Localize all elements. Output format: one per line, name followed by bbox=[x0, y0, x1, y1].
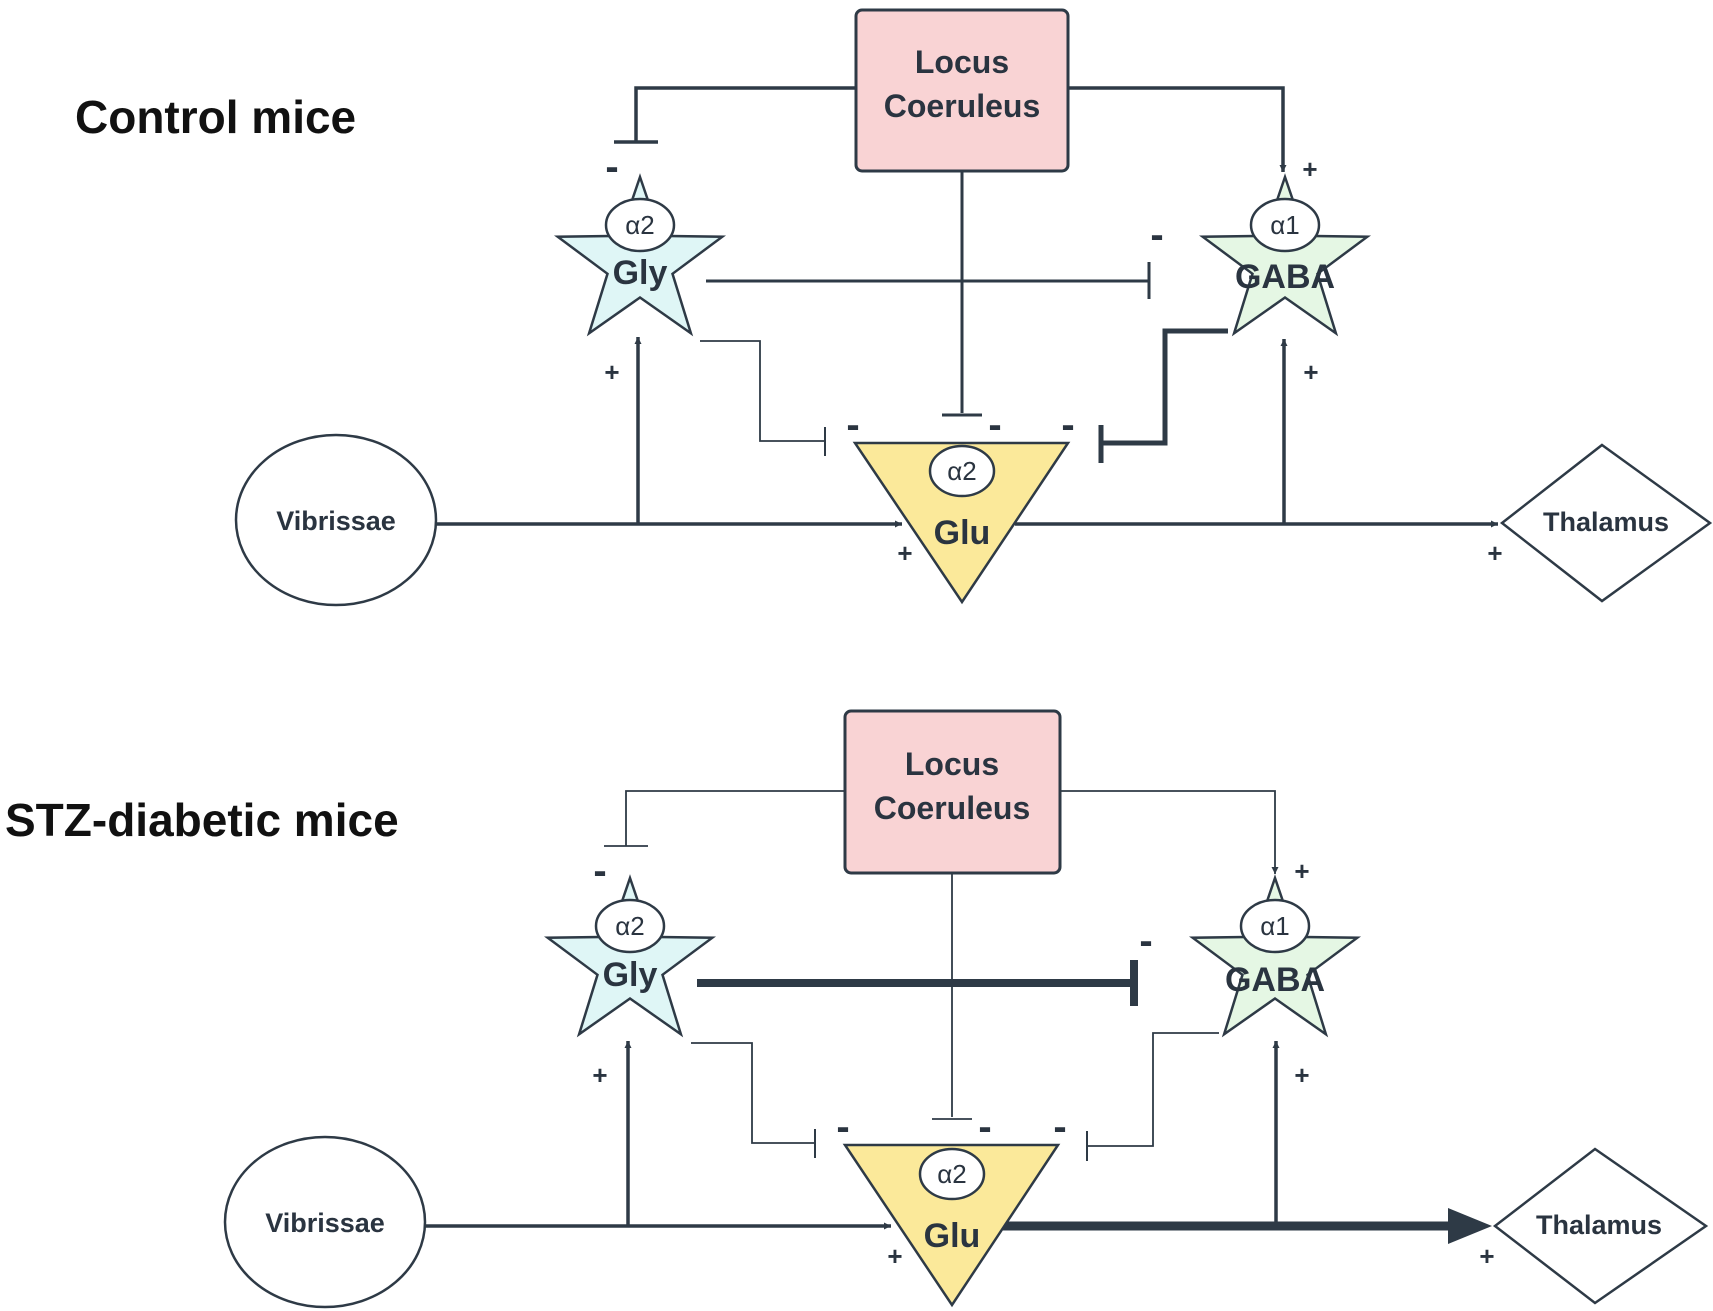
glu-receptor-circle bbox=[928, 444, 996, 498]
minus-sign: - bbox=[988, 403, 1001, 447]
gaba-receptor-label: α1 bbox=[1260, 911, 1290, 941]
signs: - + - + + - - - + + bbox=[604, 145, 1502, 568]
minus-sign: - bbox=[978, 1105, 991, 1149]
thalamus-label: Thalamus bbox=[1543, 507, 1669, 537]
plus-sign: + bbox=[1294, 856, 1309, 886]
connections bbox=[418, 790, 1492, 1244]
vibrissae-label: Vibrissae bbox=[265, 1208, 385, 1238]
vibrissae-label: Vibrissae bbox=[276, 506, 396, 536]
gaba-star bbox=[1188, 874, 1362, 1038]
panel-stz-diabetic: STZ-diabetic mice Locus Coeruleus α2 bbox=[5, 709, 1709, 1309]
gly-star bbox=[543, 874, 717, 1038]
lc-to-gly-inhibition bbox=[625, 790, 845, 846]
gly-label: Gly bbox=[613, 254, 668, 292]
glu-label: Glu bbox=[924, 1217, 981, 1255]
gaba-to-glu-inhibition bbox=[1102, 328, 1228, 446]
thalamus-node bbox=[1492, 1147, 1709, 1305]
minus-sign: - bbox=[605, 145, 618, 189]
thalamus-node bbox=[1499, 443, 1713, 603]
gaba-to-glu-inhibition bbox=[1088, 1032, 1219, 1147]
locus-coeruleus-label-line1: Locus bbox=[915, 44, 1009, 80]
gaba-receptor-circle bbox=[1249, 197, 1321, 253]
plus-sign: + bbox=[592, 1060, 607, 1090]
minus-sign: - bbox=[1139, 919, 1152, 963]
vibrissae-node bbox=[223, 1135, 427, 1309]
plus-sign: + bbox=[604, 357, 619, 387]
plus-sign: + bbox=[887, 1241, 902, 1271]
minus-sign: - bbox=[836, 1105, 849, 1149]
gly-to-glu-inhibition bbox=[691, 1042, 815, 1144]
minus-sign: - bbox=[846, 403, 859, 447]
plus-sign: + bbox=[1487, 538, 1502, 568]
glu-to-thalamus-arrowhead bbox=[1448, 1208, 1492, 1244]
glu-triangle bbox=[842, 1143, 1061, 1308]
gaba-receptor-circle bbox=[1239, 898, 1311, 954]
glu-receptor-label: α2 bbox=[947, 456, 977, 486]
glu-receptor-circle bbox=[918, 1147, 986, 1201]
lc-to-gly-inhibition bbox=[634, 86, 855, 142]
locus-coeruleus-label-line1: Locus bbox=[905, 746, 999, 782]
connections bbox=[428, 86, 1498, 528]
locus-coeruleus-label-line2: Coeruleus bbox=[884, 88, 1040, 124]
gly-star bbox=[553, 173, 727, 337]
signs: - + - + + - - - + + bbox=[592, 849, 1494, 1271]
gly-receptor-label: α2 bbox=[615, 911, 645, 941]
gaba-label: GABA bbox=[1235, 258, 1335, 296]
gly-receptor-circle bbox=[594, 898, 666, 954]
glu-label: Glu bbox=[934, 514, 991, 552]
gly-receptor-circle bbox=[604, 197, 676, 253]
plus-sign: + bbox=[1294, 1060, 1309, 1090]
gly-label: Gly bbox=[603, 956, 658, 994]
lc-to-gaba-excitation bbox=[1060, 790, 1279, 874]
plus-sign: + bbox=[1479, 1241, 1494, 1271]
locus-coeruleus-box bbox=[854, 8, 1070, 173]
gly-receptor-label: α2 bbox=[625, 210, 655, 240]
vibrissae-node bbox=[234, 433, 438, 607]
minus-sign: - bbox=[593, 849, 606, 893]
locus-coeruleus-label-line2: Coeruleus bbox=[874, 790, 1030, 826]
gaba-receptor-label: α1 bbox=[1270, 210, 1300, 240]
panel-control: Control mice Locus Coeruleus α2 Gly bbox=[75, 8, 1713, 607]
minus-sign: - bbox=[1053, 1105, 1066, 1149]
plus-sign: + bbox=[1302, 154, 1317, 184]
panel-title: Control mice bbox=[75, 91, 356, 143]
plus-sign: + bbox=[897, 538, 912, 568]
thalamus-label: Thalamus bbox=[1536, 1210, 1662, 1240]
gly-to-glu-inhibition bbox=[700, 340, 825, 442]
plus-sign: + bbox=[1303, 357, 1318, 387]
panel-title: STZ-diabetic mice bbox=[5, 794, 399, 846]
locus-coeruleus-box bbox=[843, 709, 1062, 875]
gaba-label: GABA bbox=[1225, 961, 1325, 999]
minus-sign: - bbox=[1150, 213, 1163, 257]
glu-triangle bbox=[852, 441, 1071, 605]
lc-to-gaba-excitation bbox=[1068, 86, 1287, 172]
glu-receptor-label: α2 bbox=[937, 1159, 967, 1189]
minus-sign: - bbox=[1061, 403, 1074, 447]
gaba-star bbox=[1198, 173, 1372, 337]
